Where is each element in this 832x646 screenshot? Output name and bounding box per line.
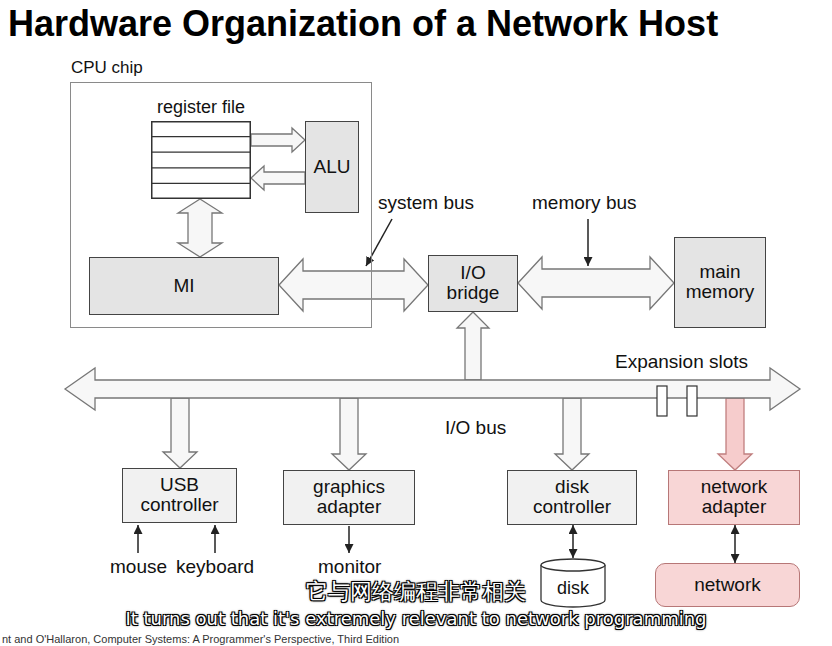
cpu-chip-outline: CPU chipregister fileALUMI (70, 82, 372, 328)
alu-box: ALU (305, 121, 359, 213)
usb-controller-box: USB controller (122, 468, 237, 523)
slot-symbol (657, 386, 667, 416)
bus-connector (178, 199, 222, 257)
bus-connector (457, 312, 489, 380)
box-label: disk controller (515, 477, 629, 519)
bus-connector (251, 166, 305, 190)
bus-connector (718, 398, 752, 470)
bus-connector (518, 257, 674, 309)
register-file: register file (151, 121, 251, 199)
box-label: ALU (314, 157, 351, 178)
box-label: MI (173, 276, 194, 297)
device-name: monitor (318, 557, 381, 578)
register-file-shape (151, 121, 251, 199)
citation: nt and O'Hallaron, Computer Systems: A P… (2, 633, 399, 645)
bus-connector (251, 128, 305, 152)
title: Hardware Organization of a Network Host (8, 4, 718, 44)
disk-cylinder: disk (540, 558, 606, 608)
box-label: I/O bridge (436, 263, 510, 305)
bus-name: memory bus (532, 193, 637, 214)
disk-top (541, 559, 605, 571)
box-heading: CPU chip (71, 59, 143, 78)
bus-connector (279, 259, 428, 311)
input-arrow (214, 525, 216, 553)
network-adapter-box: network adapter (668, 470, 800, 525)
box-label: disk (557, 579, 589, 599)
slot-symbol (687, 386, 697, 416)
slot-label: Expansion slots (615, 352, 748, 373)
cable-arrow (572, 525, 574, 558)
subtitle: 它与网络编程非常相关 (306, 580, 526, 604)
register-row (151, 167, 251, 168)
register-row (151, 152, 251, 153)
main-memory-box: main memory (674, 237, 766, 328)
device-name: mouse (110, 557, 167, 578)
bus-connector (332, 398, 366, 470)
cable-arrow (734, 525, 736, 563)
device-name: keyboard (176, 557, 254, 578)
graphics-adapter-box: graphics adapter (283, 470, 415, 525)
io-bus-shape (65, 380, 800, 398)
subtitle: It turns out that it's extremely relevan… (125, 609, 706, 629)
output-arrow (348, 526, 350, 553)
box-heading: register file (157, 98, 245, 118)
box-label: USB controller (130, 475, 229, 517)
leader-line (366, 219, 392, 266)
network-box: network (655, 563, 800, 607)
register-stack (152, 122, 251, 199)
box-label: graphics adapter (291, 477, 407, 519)
disk-controller-box: disk controller (507, 470, 637, 525)
register-row (151, 183, 251, 184)
input-arrow (137, 525, 139, 553)
box-heading: I/O bus (445, 418, 506, 439)
leader-line (587, 219, 589, 266)
bus-connector (163, 398, 197, 468)
mi-box: MI (89, 257, 279, 315)
bus-arrow (65, 368, 800, 410)
bus-connector (555, 398, 589, 470)
register-row (151, 136, 251, 137)
box-label: network adapter (676, 477, 792, 519)
io-bus: I/O bus (65, 380, 800, 398)
box-label: main memory (682, 262, 758, 304)
io-bridge-box: I/O bridge (428, 255, 518, 312)
bus-name: system bus (378, 193, 474, 214)
box-label: network (694, 575, 761, 596)
